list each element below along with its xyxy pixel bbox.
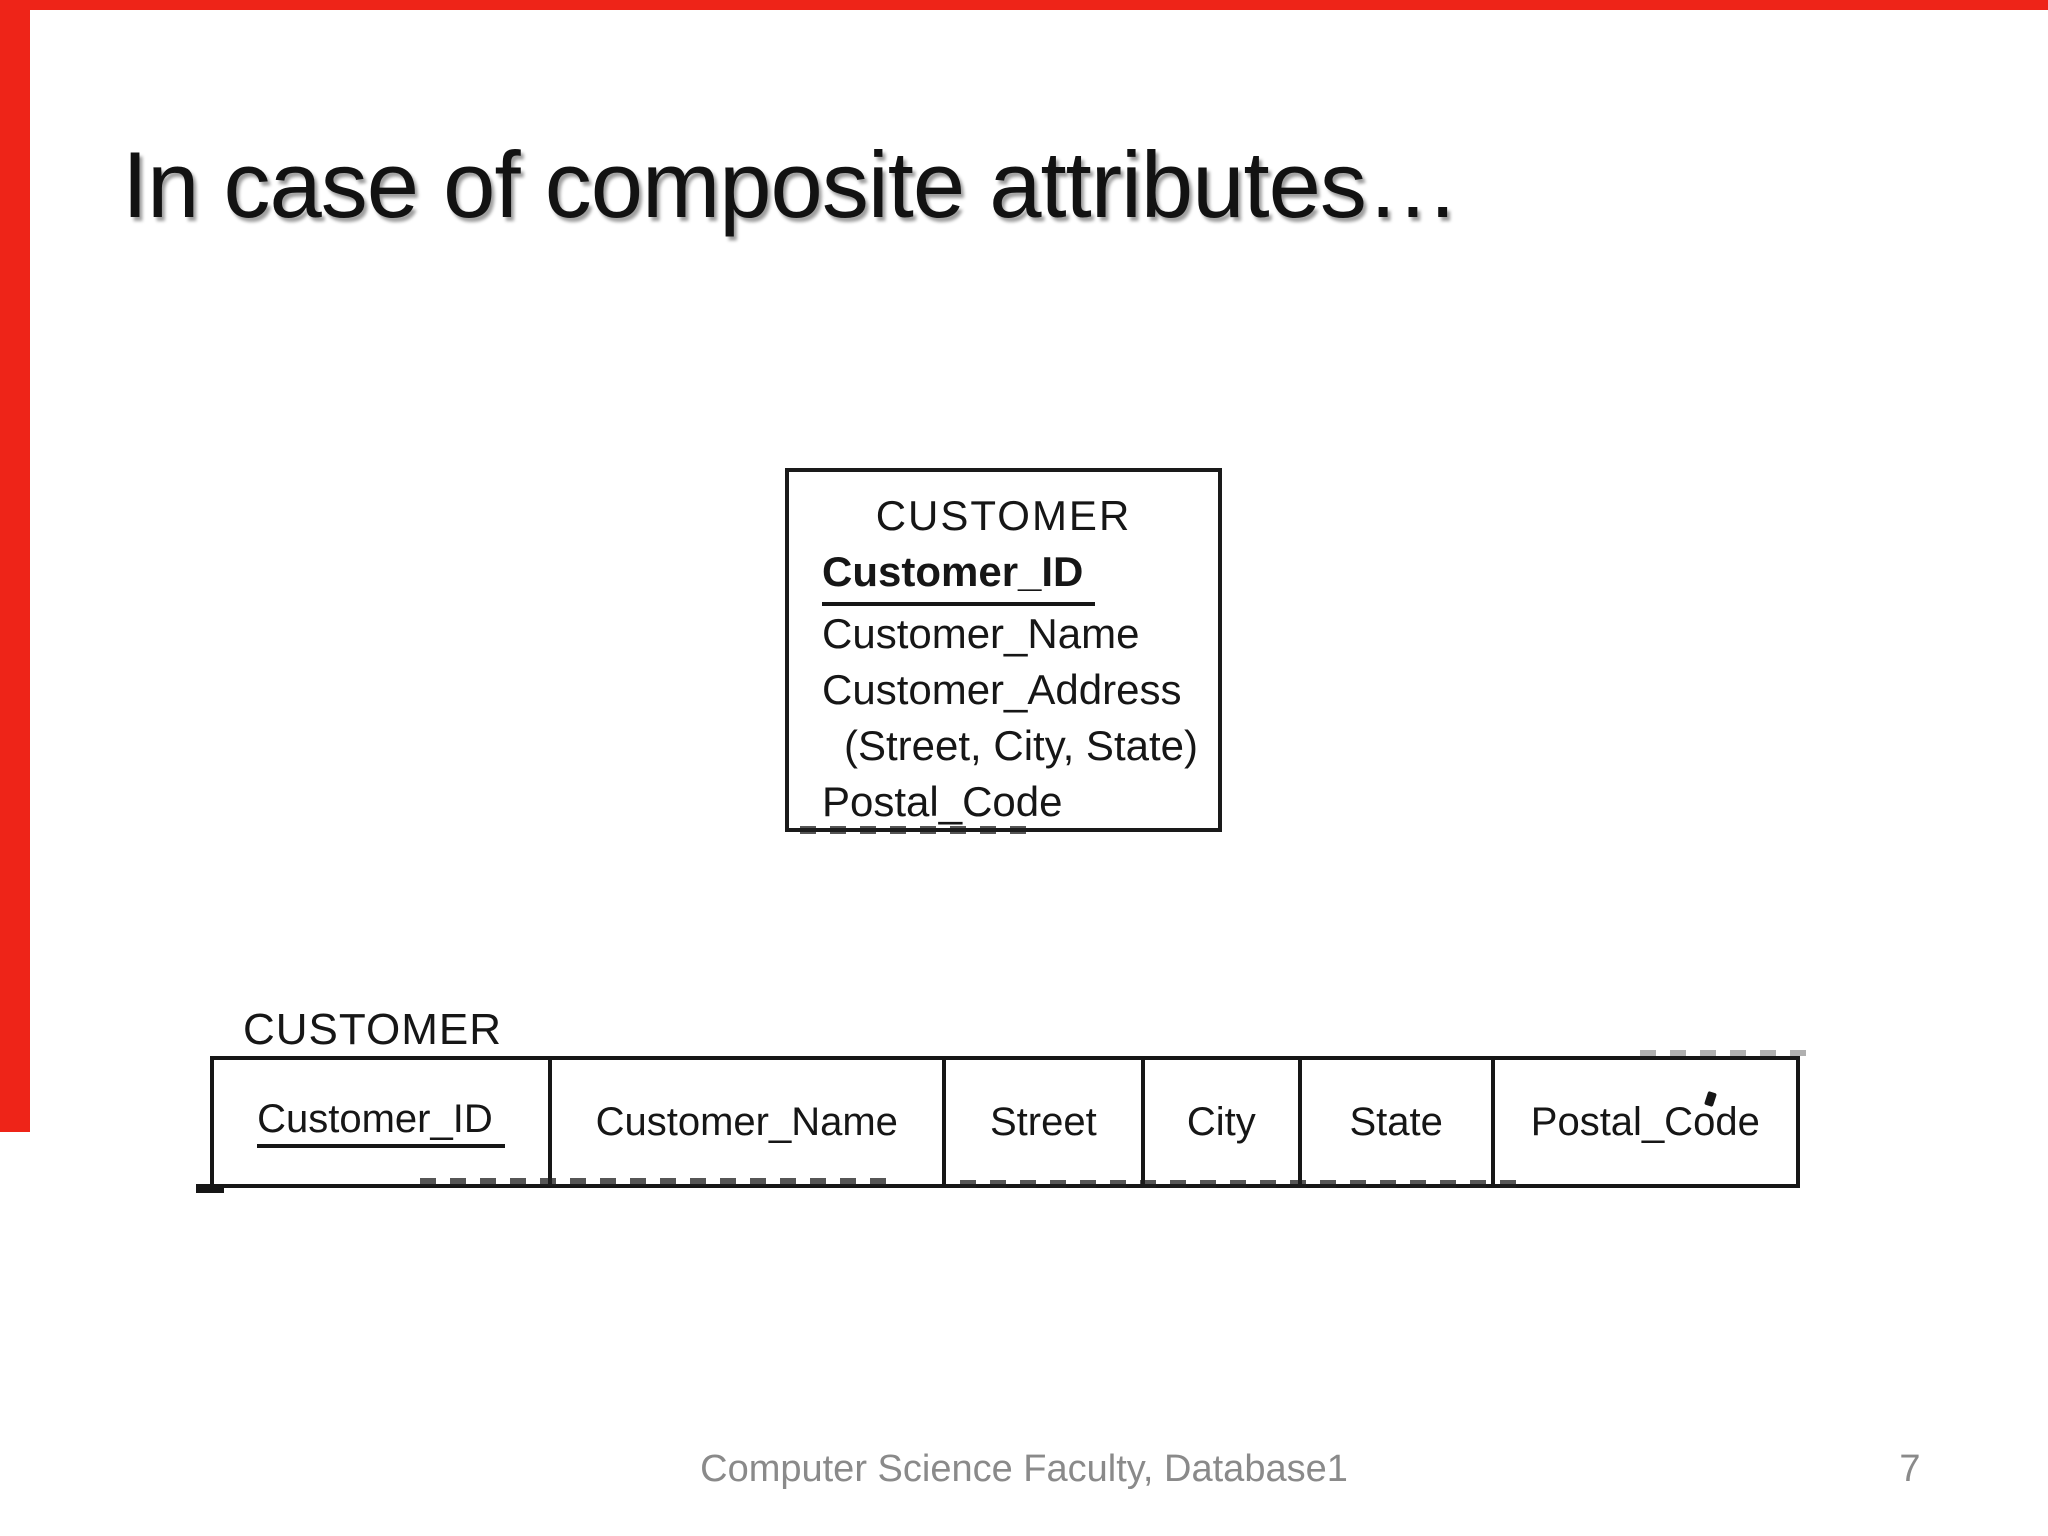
entity-attribute-customer-id: Customer_ID xyxy=(822,544,1218,606)
column-header-customer-id: Customer_ID xyxy=(214,1060,548,1184)
footer-text: Computer Science Faculty, Database1 xyxy=(700,1448,1348,1490)
entity-attribute-customer-name: Customer_Name xyxy=(822,610,1140,657)
column-header-postal-code: Postal_Code xyxy=(1490,1060,1796,1184)
entity-attribute-composite-parts: (Street, City, State) xyxy=(844,722,1198,769)
column-header-customer-name: Customer_Name xyxy=(547,1060,942,1184)
scan-artifact xyxy=(960,1180,1520,1188)
red-accent-bar-top xyxy=(0,0,2048,10)
page-number: 7 xyxy=(1899,1448,1921,1490)
column-header-street: Street xyxy=(941,1060,1141,1184)
entity-attribute-postal-code: Postal_Code xyxy=(822,778,1063,825)
entity-attribute-customer-address: Customer_Address xyxy=(822,666,1182,713)
scan-artifact xyxy=(196,1184,224,1193)
red-accent-bar-left xyxy=(0,0,30,1132)
entity-name: CUSTOMER xyxy=(875,492,1132,539)
primary-key-column: Customer_ID xyxy=(257,1097,505,1148)
primary-key-attribute: Customer_ID xyxy=(822,544,1096,606)
scan-artifact xyxy=(1640,1050,1810,1056)
scan-artifact xyxy=(420,1178,900,1186)
er-entity-box: CUSTOMER Customer_ID Customer_Name Custo… xyxy=(785,468,1222,832)
column-header-city: City xyxy=(1141,1060,1298,1184)
relation-table: Customer_ID Customer_Name Street City St… xyxy=(210,1056,1800,1188)
column-header-state: State xyxy=(1297,1060,1491,1184)
page-title: In case of composite attributes… xyxy=(122,132,1460,237)
relation-name-label: CUSTOMER xyxy=(243,1005,502,1054)
scan-artifact xyxy=(800,826,1030,834)
